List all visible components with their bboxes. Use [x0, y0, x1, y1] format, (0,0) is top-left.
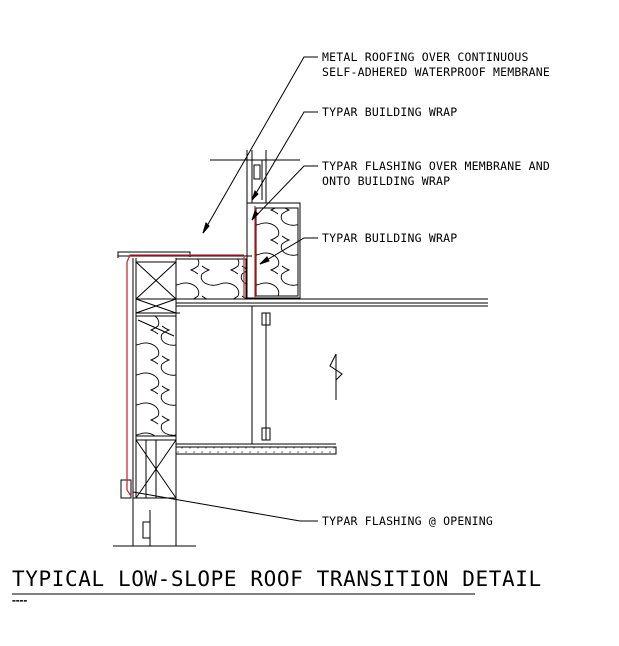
- scale-mark: ▬▬▬▬: [12, 598, 28, 603]
- interior-stud-and-floor: [175, 306, 343, 498]
- exterior-wall: [132, 258, 177, 499]
- callout-line: TYPAR FLASHING @ OPENING: [322, 514, 493, 528]
- upper-wall: [210, 150, 301, 299]
- roof-assembly: [117, 251, 488, 314]
- callout-line: TYPAR BUILDING WRAP: [322, 231, 458, 245]
- membrane-and-wrap: [126, 206, 256, 497]
- callout-line: ONTO BUILDING WRAP: [322, 174, 451, 188]
- callout-typar-flashing-opening: TYPAR FLASHING @ OPENING: [322, 514, 493, 529]
- callout-typar-wrap-upper: TYPAR BUILDING WRAP: [322, 105, 457, 120]
- callout-typar-flashing-membrane: TYPAR FLASHING OVER MEMBRANE AND ONTO BU…: [322, 159, 550, 189]
- callout-line: METAL ROOFING OVER CONTINUOUS: [322, 50, 529, 64]
- base-and-window: [113, 479, 196, 547]
- callout-line: TYPAR BUILDING WRAP: [322, 105, 458, 119]
- callout-line: TYPAR FLASHING OVER MEMBRANE AND: [322, 159, 550, 173]
- leader-lines: [132, 56, 318, 522]
- detail-title: TYPICAL LOW-SLOPE ROOF TRANSITION DETAIL: [12, 567, 542, 591]
- callout-typar-wrap-lower: TYPAR BUILDING WRAP: [322, 231, 457, 246]
- callout-line: SELF-ADHERED WATERPROOF MEMBRANE: [322, 65, 550, 79]
- callout-metal-roofing: METAL ROOFING OVER CONTINUOUS SELF-ADHER…: [322, 50, 550, 80]
